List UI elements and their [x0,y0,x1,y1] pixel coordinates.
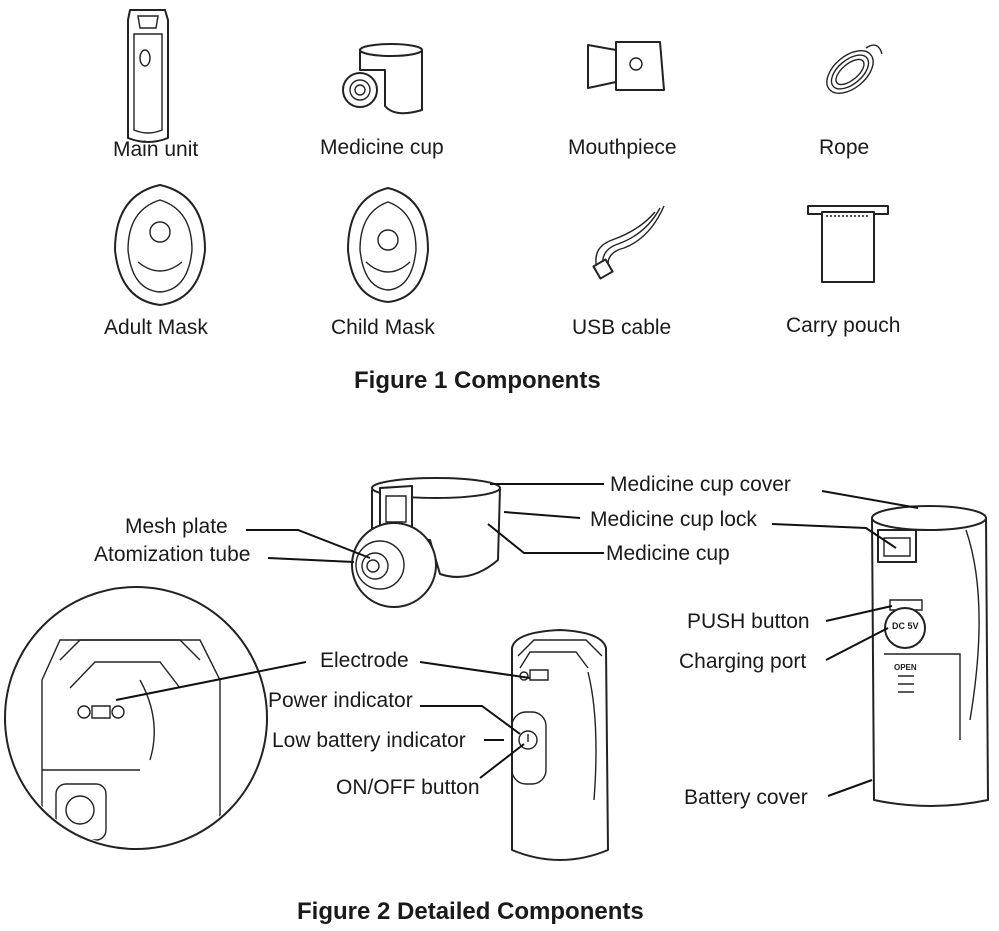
push-button-label: PUSH button [687,610,810,633]
battery-cover-label: Battery cover [684,786,808,809]
mesh-plate-label: Mesh plate [125,515,228,538]
main-unit-illustration [127,9,169,143]
child-mask-label: Child Mask [331,316,435,339]
medicine-cup-callout-label: Medicine cup [606,542,730,565]
detailed-medicine-cup-illustration [351,477,501,608]
charging-port-marking: DC 5V [892,621,919,631]
magnified-detail-illustration [4,586,268,850]
figure-1-title: Figure 1 Components [354,367,601,394]
low-battery-indicator-label: Low battery indicator [272,729,466,752]
mouthpiece-illustration [587,41,665,91]
medicine-cup-cover-label: Medicine cup cover [610,473,791,496]
medicine-cup-lock-label: Medicine cup lock [590,508,757,531]
medicine-cup-illustration [342,43,423,115]
child-mask-illustration [347,187,429,303]
carry-pouch-illustration [807,205,889,283]
battery-cover-marking: OPEN [894,663,917,672]
on-off-button-label: ON/OFF button [336,776,480,799]
rope-illustration [826,44,883,94]
adult-mask-illustration [114,184,206,306]
main-unit-label: Main unit [113,138,199,161]
charging-port-label: Charging port [679,650,807,673]
detailed-main-unit-side-illustration [871,505,989,807]
rope-label: Rope [819,136,870,159]
usb-cable-illustration [592,205,665,280]
usb-cable-label: USB cable [572,316,672,339]
callout-lines [115,483,919,797]
mouthpiece-label: Mouthpiece [568,136,677,159]
carry-pouch-label: Carry pouch [786,314,901,337]
medicine-cup-label: Medicine cup [320,136,444,159]
figure-2-title: Figure 2 Detailed Components [297,898,644,925]
detailed-main-unit-front-illustration [511,629,609,861]
electrode-label: Electrode [320,649,409,672]
power-indicator-label: Power indicator [268,689,413,712]
atomization-tube-label: Atomization tube [94,543,251,566]
adult-mask-label: Adult Mask [104,316,208,339]
